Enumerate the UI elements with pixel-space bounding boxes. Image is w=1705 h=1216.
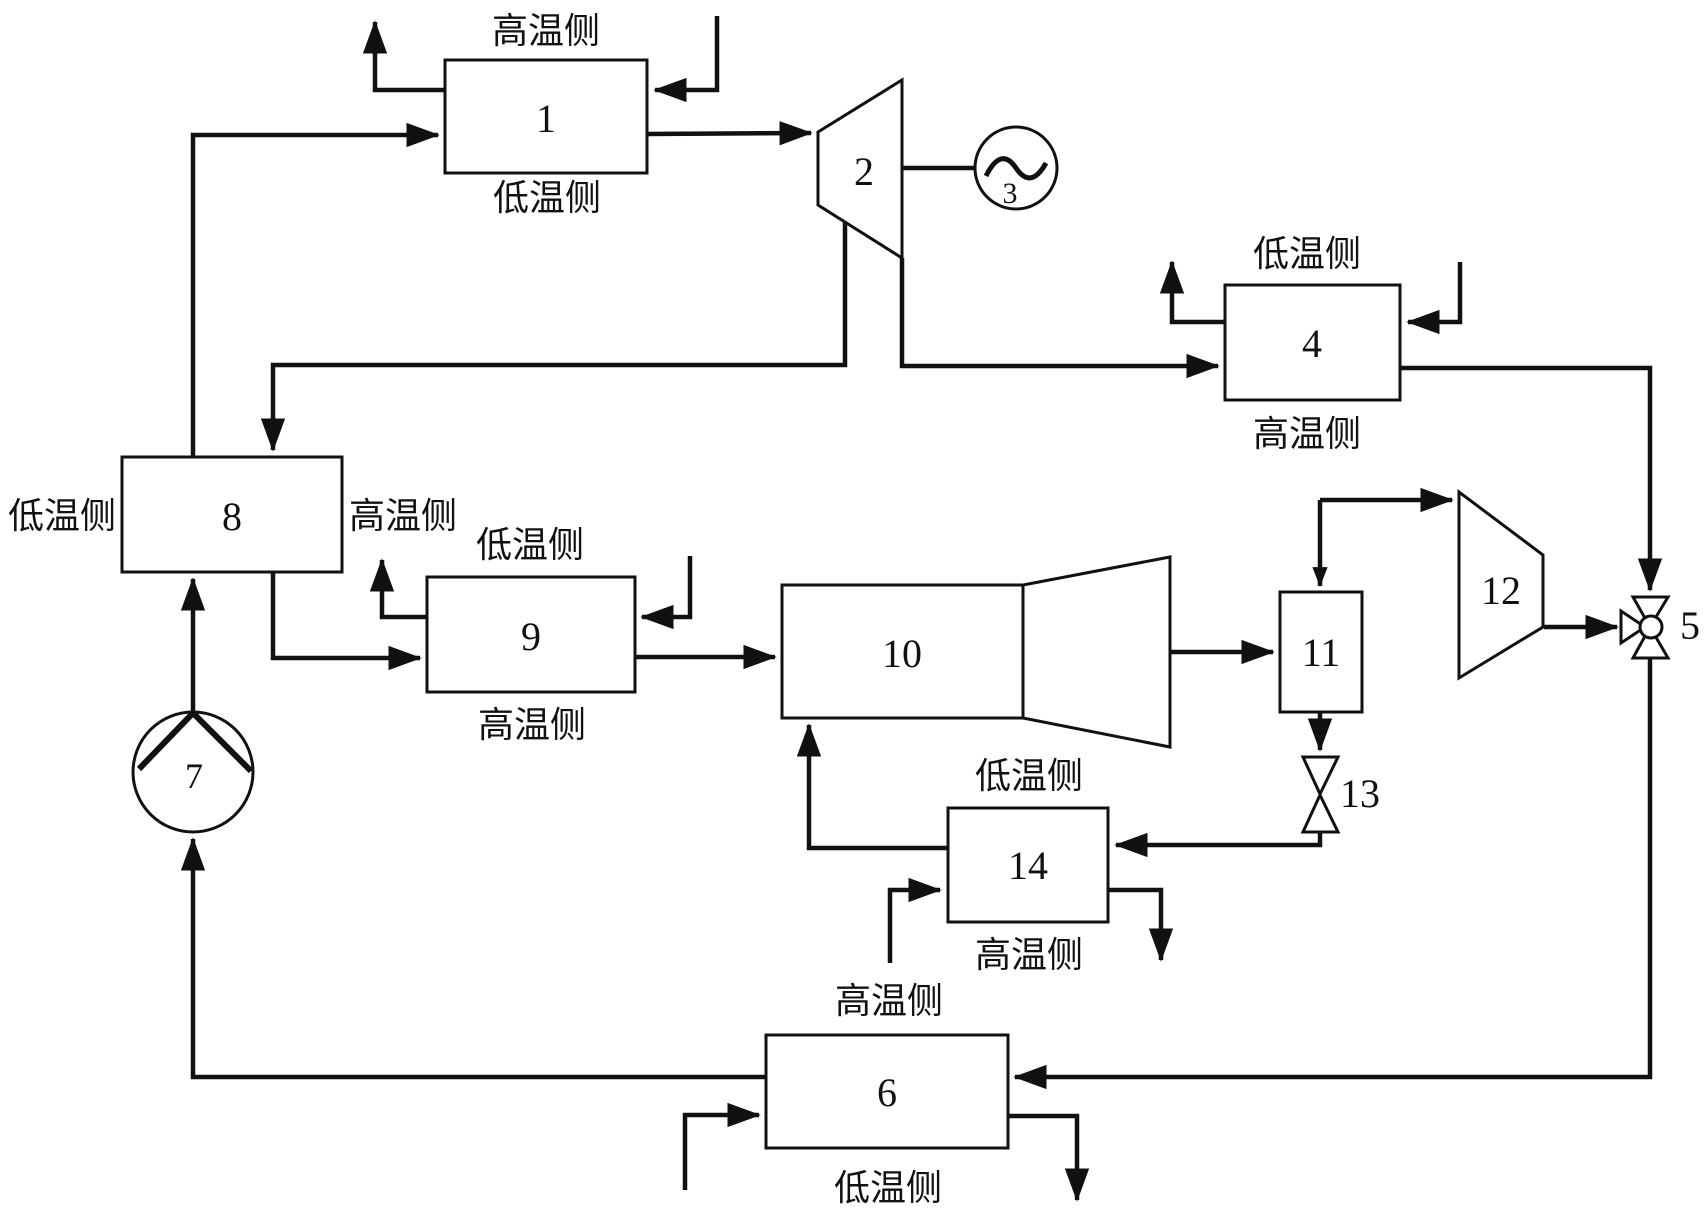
pipe-hx8-to-hx9 xyxy=(270,571,422,671)
valve-5-number: 5 xyxy=(1680,603,1700,648)
pipe-turbine2-exhaust-to-hx8 xyxy=(260,222,848,452)
heat-exchanger-14-top-label: 低温侧 xyxy=(975,756,1083,796)
turbine-2-number: 2 xyxy=(854,149,874,194)
heat-exchanger-8-body xyxy=(120,455,344,574)
separator-11-body xyxy=(1278,590,1364,714)
separator-11-number: 11 xyxy=(1302,630,1341,675)
pipe-hx1-to-turbine2 xyxy=(646,121,813,146)
pipe-turbine2-exhaust-to-hx4 xyxy=(899,258,1220,379)
compressor-10: 10 xyxy=(780,555,1172,749)
pipe-hx4-to-valve5 xyxy=(1400,365,1663,592)
turbine-2: 2 xyxy=(816,77,904,261)
pipe-hx14-bottom-left-inlet xyxy=(887,877,942,963)
valve-5-left-triangle xyxy=(1619,608,1648,646)
heat-exchanger-1: 1 高温侧 低温侧 xyxy=(443,11,649,218)
valve-13-number: 13 xyxy=(1340,771,1380,816)
heat-exchanger-9-body xyxy=(425,575,637,694)
generator-3: 3 xyxy=(973,125,1059,211)
heat-exchanger-8-right-label: 高温侧 xyxy=(349,496,457,536)
heat-exchanger-14-body xyxy=(946,806,1110,924)
heat-exchanger-8-number: 8 xyxy=(222,494,242,539)
heat-exchanger-9-bottom-label: 高温侧 xyxy=(478,705,586,745)
pipe-hx9-right-inlet-stub xyxy=(640,556,693,630)
pump-7: 7 xyxy=(131,710,255,834)
separator-11: 11 xyxy=(1278,590,1364,714)
compressor-10-diffuser xyxy=(1021,555,1172,749)
pipe-hx6-bottom-right-outlet xyxy=(1009,1113,1090,1202)
pipes xyxy=(180,16,1663,1202)
compressor-10-body xyxy=(780,583,1025,720)
heat-exchanger-14-number: 14 xyxy=(1008,843,1048,888)
valve-5-bottom-triangle xyxy=(1630,623,1671,660)
heat-exchanger-8: 8 低温侧 高温侧 xyxy=(8,455,457,574)
heat-exchanger-4-top-label: 低温侧 xyxy=(1253,234,1361,274)
compressor-12: 12 xyxy=(1457,489,1545,681)
valve-13-top-triangle xyxy=(1300,755,1341,798)
pipe-hx1-left-vent xyxy=(362,20,446,93)
pipe-hx1-right-inlet-stub xyxy=(653,16,720,103)
heat-exchanger-9-top-label: 低温侧 xyxy=(476,525,584,565)
generator-3-number: 3 xyxy=(1003,177,1018,210)
valve-13-bottom-triangle xyxy=(1300,791,1341,834)
heat-exchanger-14-bottom-label: 高温侧 xyxy=(975,935,1083,975)
pipe-hx6-to-pump7 xyxy=(180,837,767,1080)
pipe-hx8-to-hx1 xyxy=(190,122,440,456)
pipe-hx9-left-vent xyxy=(369,558,428,620)
turbine-2-body xyxy=(816,77,904,261)
pipe-hx4-right-inlet-stub xyxy=(1406,262,1463,335)
pipe-valve13-to-hx14 xyxy=(1114,832,1323,858)
pipe-hx14-bottom-right-outlet xyxy=(1109,887,1174,962)
pipe-hx6-bottom-left-inlet xyxy=(682,1102,761,1190)
heat-exchanger-4-number: 4 xyxy=(1302,321,1322,366)
compressor-12-body xyxy=(1457,489,1545,681)
pipe-valve5-to-hx6 xyxy=(1013,658,1653,1090)
heat-exchanger-4: 4 低温侧 高温侧 xyxy=(1223,234,1402,454)
heat-exchanger-6-number: 6 xyxy=(877,1070,897,1115)
valve-5-top-triangle xyxy=(1630,595,1671,630)
heat-exchanger-9-number: 9 xyxy=(521,614,541,659)
three-way-valve-5: 5 xyxy=(1619,595,1700,660)
pipe-hx4-left-vent xyxy=(1159,260,1225,325)
heat-exchanger-14: 14 低温侧 高温侧 xyxy=(946,756,1110,975)
compressor-10-number: 10 xyxy=(882,631,922,676)
pump-7-number: 7 xyxy=(185,756,203,796)
heat-exchanger-6-bottom-label: 低温侧 xyxy=(834,1168,942,1208)
pump-7-vane-left xyxy=(136,710,196,772)
heat-exchanger-1-body xyxy=(443,58,649,175)
valve-5-stem xyxy=(1638,614,1664,640)
heat-exchanger-4-bottom-label: 高温侧 xyxy=(1253,414,1361,454)
heat-exchanger-9: 9 低温侧 高温侧 xyxy=(425,525,637,745)
heat-exchanger-4-body xyxy=(1223,283,1402,402)
expansion-valve-13: 13 xyxy=(1300,755,1380,834)
heat-exchanger-1-bottom-label: 低温侧 xyxy=(493,178,601,218)
sine-wave-icon xyxy=(983,156,1049,181)
pump-7-vane-right xyxy=(190,710,254,774)
heat-exchanger-1-top-label: 高温侧 xyxy=(492,11,600,51)
heat-exchanger-1-number: 1 xyxy=(536,96,556,141)
heat-exchanger-6-body xyxy=(764,1033,1010,1150)
heat-exchanger-8-left-label: 低温侧 xyxy=(8,496,116,536)
heat-exchanger-6-top-label: 高温侧 xyxy=(835,981,943,1021)
compressor-12-number: 12 xyxy=(1481,568,1521,613)
heat-exchanger-6: 6 高温侧 低温侧 xyxy=(764,981,1010,1208)
pipe-hx14-to-compressor10 xyxy=(796,723,947,851)
